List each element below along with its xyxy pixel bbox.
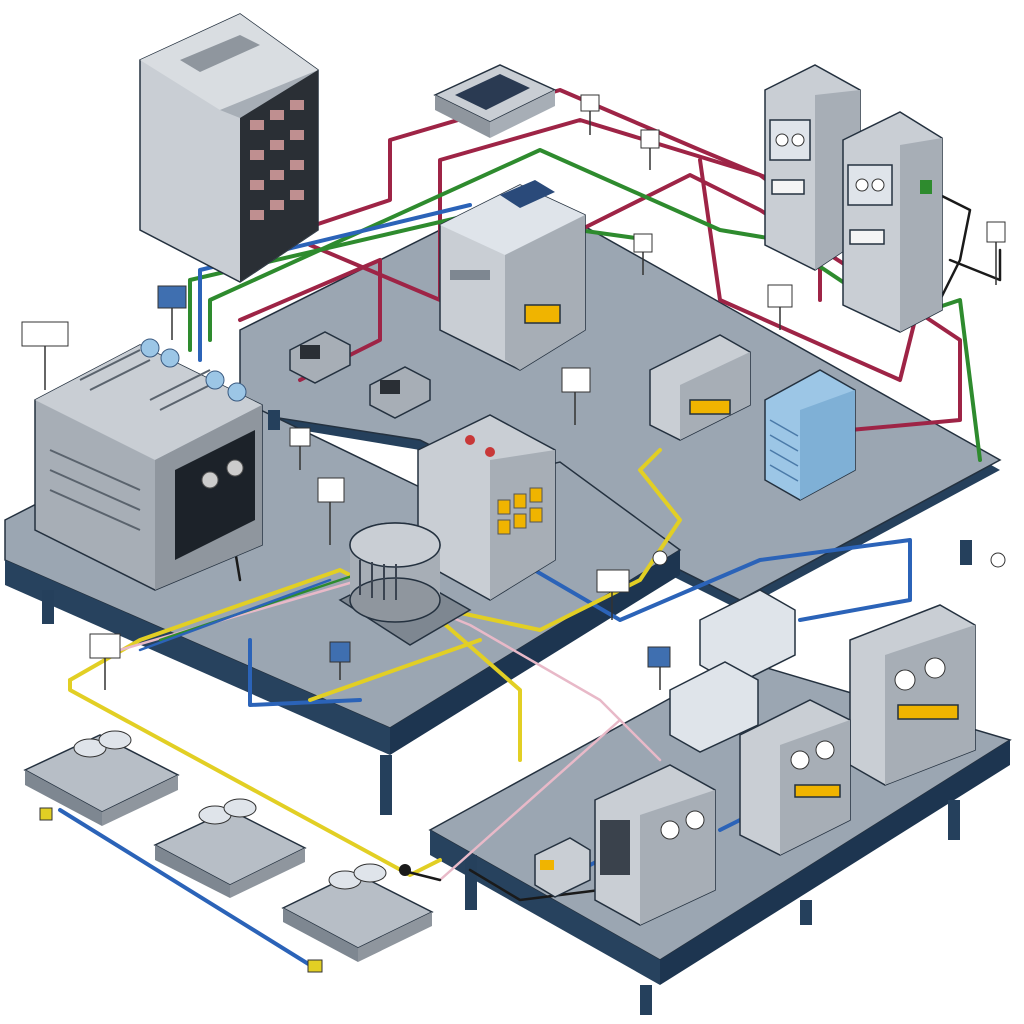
small-devices	[289, 331, 751, 441]
small-battery	[534, 837, 591, 898]
central-transformer	[439, 180, 586, 371]
pedestal-3	[281, 863, 434, 962]
mid-meter-box	[739, 699, 851, 856]
pedestal-1	[23, 730, 180, 826]
motor-unit	[338, 522, 472, 646]
platform-legs	[42, 410, 972, 1015]
lower-devices	[534, 589, 976, 926]
ac-unit	[764, 369, 856, 501]
meter-panel	[849, 604, 976, 786]
lower-white-boxes	[669, 589, 796, 753]
breaker-cluster	[34, 338, 263, 591]
front-meter-box	[594, 764, 716, 926]
sign-tags	[21, 94, 1006, 690]
rack-modules	[250, 100, 304, 220]
insulator-caps	[140, 338, 247, 402]
control-panel-top	[433, 64, 557, 138]
server-rack	[139, 13, 319, 283]
junction-box	[417, 414, 556, 601]
pedestal-2	[153, 798, 307, 898]
junction-labels	[497, 487, 543, 535]
tall-panel-right	[842, 111, 943, 333]
cable-ends	[39, 550, 1006, 973]
